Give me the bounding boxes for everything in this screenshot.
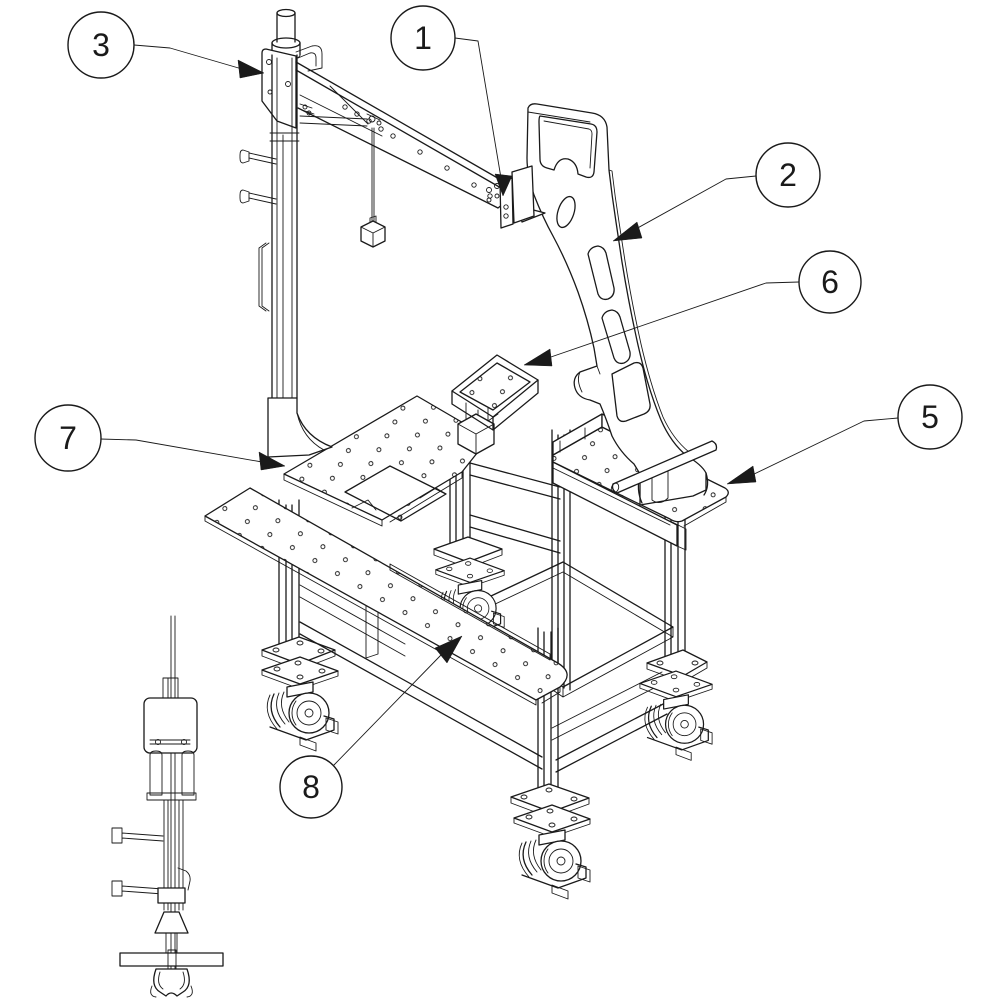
balloon-3[interactable]: 3 <box>67 11 135 79</box>
hanging-rod <box>360 127 386 248</box>
boom-arm <box>295 61 509 209</box>
leader-8 <box>332 635 463 767</box>
balloon-2-label: 2 <box>779 157 797 193</box>
boom-support-rod <box>299 113 382 127</box>
caster-right <box>639 670 713 761</box>
balloon-1-label: 1 <box>414 20 432 56</box>
base-frame <box>261 429 713 900</box>
balloon-2[interactable]: 2 <box>755 142 821 208</box>
balloon-5[interactable]: 5 <box>897 384 963 450</box>
frame-rails <box>299 462 674 773</box>
balloon-1[interactable]: 1 <box>390 5 456 71</box>
leader-1 <box>454 37 513 197</box>
leg-middle-right <box>551 429 571 691</box>
leader-7 <box>99 438 286 471</box>
detail-side-view <box>111 615 224 998</box>
balloon-5-label: 5 <box>921 399 939 435</box>
leader-2 <box>612 175 757 242</box>
balloon-3-label: 3 <box>92 27 110 63</box>
caster-left <box>261 656 339 752</box>
leader-3 <box>133 44 265 79</box>
leader-5 <box>726 417 899 485</box>
column-body <box>239 54 333 458</box>
callout-leaders <box>99 37 899 767</box>
leader-6 <box>523 281 800 367</box>
column-assembly <box>239 8 509 458</box>
balloon-7[interactable]: 7 <box>34 404 102 472</box>
balloon-8[interactable]: 8 <box>279 755 343 819</box>
lower-front-shelf <box>204 487 568 706</box>
curved-support-arm <box>517 103 709 506</box>
caster-front <box>513 804 591 900</box>
leg-front <box>510 627 590 819</box>
balloon-6-label: 6 <box>821 264 839 300</box>
callout-balloons: 1 2 3 5 6 7 8 <box>34 5 963 819</box>
handle-bar <box>610 440 718 494</box>
main-table-top <box>283 395 490 527</box>
accessory-tray <box>451 354 539 455</box>
balloon-8-label: 8 <box>302 769 320 805</box>
balloon-7-label: 7 <box>59 420 77 456</box>
column-bracket-plate <box>261 45 323 129</box>
balloon-6[interactable]: 6 <box>798 250 862 314</box>
